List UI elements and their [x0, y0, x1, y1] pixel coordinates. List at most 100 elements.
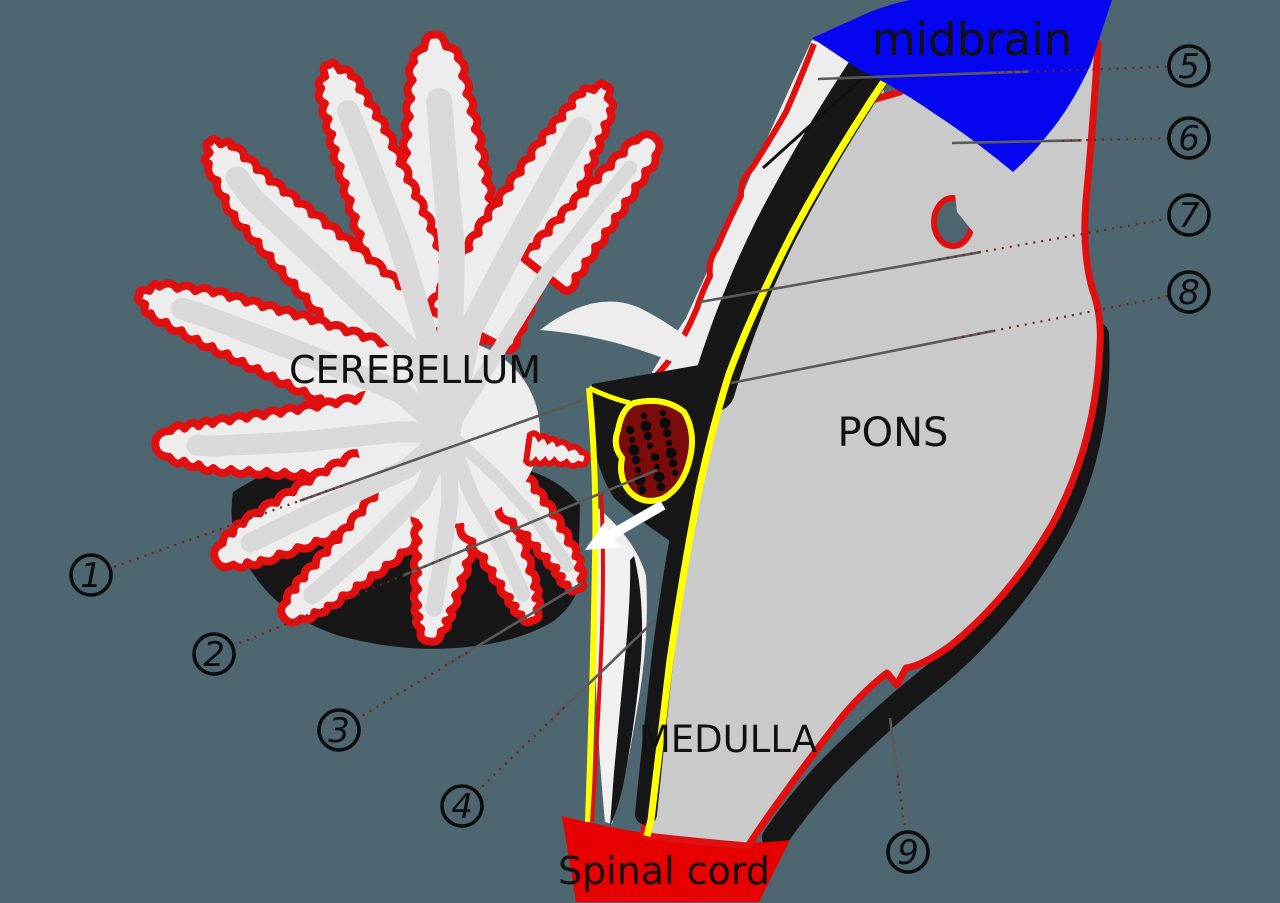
- leader-line-6-solid: [951, 139, 1082, 145]
- central-black-stripe: [610, 556, 643, 826]
- marker-5-number: 5: [1178, 47, 1200, 87]
- leader-line-3-dotted: [356, 651, 468, 721]
- marker-4: 4: [440, 784, 484, 828]
- marker-7: 7: [1167, 193, 1211, 237]
- stipple-dot: [637, 485, 647, 495]
- arbor-vitae-vein-12: [441, 425, 574, 573]
- marker-2-circle: [192, 632, 236, 676]
- arbor-vitae-vein-4: [440, 160, 638, 440]
- marker-8: 8: [1167, 270, 1211, 314]
- marker-7-circle: [1167, 193, 1211, 237]
- stipple-dot: [659, 409, 667, 417]
- stipple-dot: [650, 452, 660, 462]
- leader-line-1-solid: [299, 398, 584, 503]
- arbor-vitae-vein-3: [435, 117, 593, 445]
- marker-9-circle: [886, 830, 930, 874]
- arbor-vitae-vein-7: [186, 421, 459, 457]
- marker-3-circle: [317, 708, 361, 752]
- marker-2-number: 2: [203, 635, 225, 675]
- marker-5: 5: [1167, 44, 1211, 88]
- leader-line-4-solid: [547, 619, 656, 724]
- leader-line-9-dotted: [896, 775, 907, 832]
- ventricle-band-lower: [635, 379, 724, 825]
- nodulus-blob: [523, 430, 591, 469]
- notch-patch: [955, 194, 988, 238]
- stipple-dot: [665, 447, 677, 459]
- region-labels: CEREBELLUM PONS MEDULLA Spinal cord midb…: [289, 13, 1072, 893]
- marker-7-number: 7: [1178, 196, 1200, 236]
- nodulus-lobule: [523, 430, 591, 469]
- marker-4-number: 4: [451, 787, 473, 827]
- label-medulla: MEDULLA: [639, 718, 817, 761]
- leader-line-6-dotted: [1062, 137, 1169, 142]
- stipple-dot: [640, 412, 648, 420]
- stipple-dot: [634, 466, 642, 474]
- marker-5-circle: [1167, 44, 1211, 88]
- leader-lines: [110, 65, 1169, 832]
- tela-yellow-fork: [587, 385, 631, 406]
- marker-1: 1: [69, 553, 113, 597]
- stipple-dot: [656, 482, 666, 492]
- arbor-vitae-vein-6: [171, 297, 459, 443]
- stipple-dot: [625, 425, 635, 435]
- stipple-dot: [628, 444, 640, 456]
- leader-line-9-solid: [888, 717, 901, 787]
- label-cerebellum: CEREBELLUM: [289, 348, 541, 392]
- arbor-vitae-vein-5: [225, 166, 460, 444]
- stipple-dot: [628, 436, 636, 444]
- stipple-dot: [662, 428, 672, 438]
- marker-9-number: 9: [897, 833, 919, 873]
- label-spinal-cord: Spinal cord: [558, 849, 770, 893]
- leader-line-7-solid: [699, 250, 982, 304]
- stipple-dot: [659, 417, 671, 429]
- marker-1-circle: [69, 553, 113, 597]
- label-pons: PONS: [838, 410, 949, 456]
- tela-yellow-right: [643, 66, 896, 837]
- tela-yellow-left: [585, 387, 599, 823]
- leader-line-1-dotted: [110, 484, 343, 570]
- markers: 1 2 3 4 5 6 7 8: [69, 44, 1211, 874]
- marker-6-number: 6: [1178, 119, 1200, 159]
- spinal-cord-shape: [562, 816, 790, 902]
- arbor-vitae-vein-9: [303, 422, 458, 605]
- marker-8-circle: [1167, 270, 1211, 314]
- midbrain-shape: [812, 0, 1112, 172]
- stipple-dot: [665, 439, 673, 447]
- stipple-dot: [631, 455, 641, 465]
- stipple-dot: [653, 471, 665, 483]
- marker-9: 9: [886, 830, 930, 874]
- csf-flow-arrow-icon: [585, 500, 666, 550]
- marker-6: 6: [1167, 116, 1211, 160]
- marker-1-number: 1: [80, 556, 102, 596]
- leader-line-3-solid: [446, 581, 583, 666]
- leader-line-2-dotted: [232, 558, 442, 647]
- peduncle-notch: [931, 194, 988, 249]
- marker-3-number: 3: [328, 711, 350, 751]
- arbor-vitae-vein-11: [440, 424, 531, 602]
- stipple-dot: [640, 420, 652, 432]
- marker-6-circle: [1167, 116, 1211, 160]
- label-midbrain: midbrain: [872, 13, 1073, 66]
- arbor-vitae-vein-2: [337, 100, 459, 443]
- arbor-vitae-vein-8: [240, 422, 458, 553]
- leader-line-2-solid: [402, 468, 658, 577]
- ventricle-band-upper: [691, 42, 896, 412]
- cerebellum: [133, 30, 716, 646]
- marker-2: 2: [192, 632, 236, 676]
- choroid-plexus: [612, 397, 695, 504]
- marker-4-circle: [440, 784, 484, 828]
- stipple-dot: [671, 469, 679, 477]
- marker-3: 3: [317, 708, 361, 752]
- stipple-dot: [646, 442, 654, 450]
- anterior-lobe-bridge: [540, 301, 716, 374]
- choroid-blob: [612, 397, 695, 504]
- leader-line-5-solid: [817, 70, 1029, 81]
- stipple-dot: [653, 463, 661, 471]
- marker-8-number: 8: [1178, 273, 1200, 313]
- choroid-stipple-dots: [625, 409, 679, 495]
- velum-pointer-line: [761, 75, 866, 170]
- stipple-dot: [643, 431, 653, 441]
- leader-line-8-solid: [730, 329, 994, 385]
